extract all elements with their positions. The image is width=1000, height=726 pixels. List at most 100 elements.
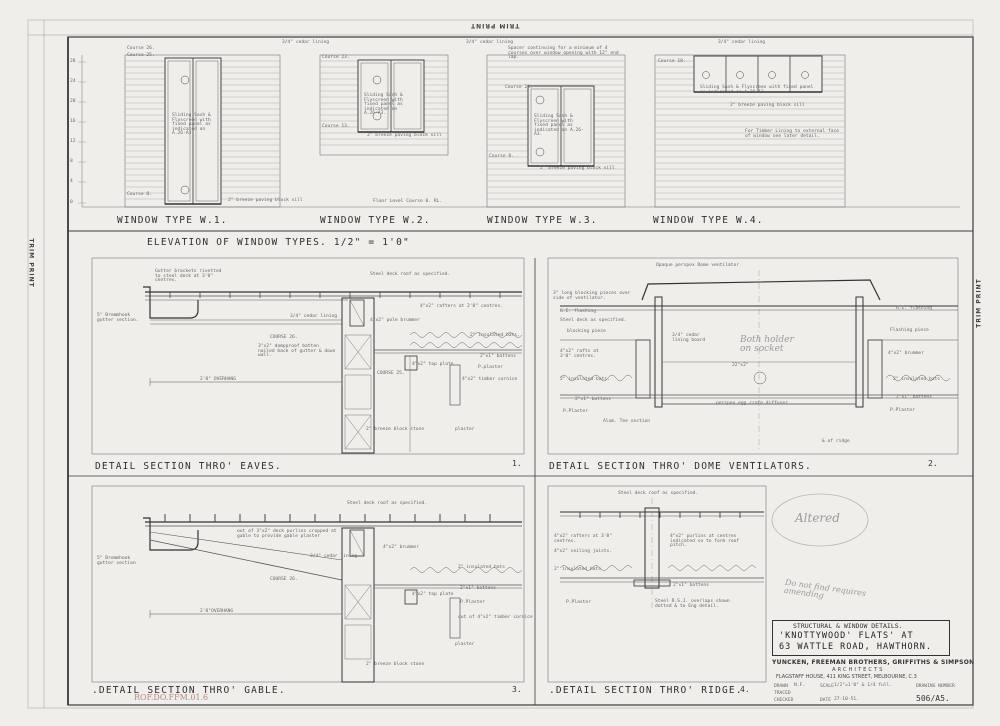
- ridge-insulated-note: 2" insulated bats: [554, 567, 602, 572]
- scale-tick: 28: [70, 59, 76, 64]
- dome-battens-r-note: 2"x1" battens: [896, 395, 932, 400]
- dome-ci-flashing-r-note: G.I. flashing: [896, 306, 932, 311]
- w4-block-note: 2" breeze paving block sill: [730, 103, 805, 108]
- ridge-plaster-note: P.Plaster: [566, 600, 591, 605]
- gable-brummer-note: 4"x2" brummer: [383, 545, 419, 550]
- window-type-w4-label: WINDOW TYPE W.4.: [653, 215, 764, 226]
- dome-opaque-note: Opaque perspex Dome ventilator: [656, 263, 739, 268]
- dome-perspex-note: perspex egg crate diffuser: [716, 401, 788, 406]
- scale-tick: 16: [70, 119, 76, 124]
- dome-dimension: 22"x2": [732, 363, 749, 368]
- w3-spacer-note: Spacer continuing for a minimum of 4 cou…: [508, 46, 619, 61]
- dome-plaster-r-note: P.Plaster: [890, 408, 915, 413]
- w2-course23: Course 23.: [322, 55, 350, 60]
- dome-handwriting: Both holder on socket: [740, 335, 794, 354]
- eaves-gutter-note: Gutter brackets rivetted to steel deck a…: [155, 269, 222, 284]
- date-value: 27-10-51.: [834, 697, 859, 702]
- dome-insulated-note: 2" insulated bats.: [560, 377, 610, 382]
- eaves-overhang-dim: 2'0" OVERHANG: [200, 377, 236, 382]
- eaves-deck-note: Steel deck roof as specified.: [370, 272, 451, 277]
- w1-block-note: 2" breeze paving block sill: [228, 198, 303, 203]
- dome-ridge-note: & of ridge: [822, 439, 850, 444]
- w4-timber-note: For Timber Lining to external face of wi…: [745, 129, 840, 139]
- detail-2-title: DETAIL SECTION THRO' DOME VENTILATORS.: [549, 461, 812, 472]
- traced-label: TRACED: [774, 691, 791, 696]
- trim-label-top: TRIM PRINT: [470, 22, 520, 29]
- gable-scotia-note: 5" Bremmhook gutter section: [97, 556, 136, 566]
- trim-label-right: TRIM PRINT: [975, 278, 983, 328]
- detail-3-number: 3.: [512, 685, 522, 694]
- ridge-rafters-note: 4"x2" rafters at 3'0" centres.: [554, 534, 613, 544]
- scale-tick: 0: [70, 200, 73, 205]
- gable-lining-note: 3/4" cedar lining: [310, 554, 358, 559]
- gable-purlins-note: out of 3"x2" deck purlins cropped at gab…: [237, 529, 337, 539]
- dome-alum-note: Alum. Tee section: [603, 419, 651, 424]
- w2-lining-note: 3/4" cedar lining: [466, 40, 514, 45]
- eaves-course25: COURSE 25.: [377, 371, 405, 376]
- trim-label-left: TRIM PRINT: [27, 238, 35, 288]
- w3-course20: Course 20.: [505, 85, 533, 90]
- gable-plaster2-note: plaster: [455, 642, 475, 647]
- eaves-battens-note: 2"x1" battens: [480, 354, 516, 359]
- gable-battens-note: 2"x1" battens: [460, 586, 496, 591]
- scale-label: SCALE: [820, 684, 834, 689]
- scale-tick: 20: [70, 99, 76, 104]
- detail-1-number: 1.: [512, 459, 522, 468]
- eaves-top-plate-note: 4"x2" top plate: [412, 362, 454, 367]
- gable-insulated-note: 2" insulated bats: [458, 565, 506, 570]
- dome-blocking-piece-note: blocking piece: [567, 329, 606, 334]
- scale-tick: 24: [70, 79, 76, 84]
- ridge-steel-note: Steel R.S.J. overlaps shown dotted & to …: [655, 599, 730, 609]
- w3-block-note: 2" breeze paving block sill: [540, 166, 615, 171]
- archive-stamp: ROF.DO.FFM.01.6: [134, 693, 209, 702]
- floor-level-note: Floor Level Course 0. RL.: [373, 199, 443, 204]
- gable-deck-note: Steel deck roof as specified.: [347, 501, 428, 506]
- ridge-battens-note: 2"x1" battens: [673, 583, 709, 588]
- pencil-altered-note: Altered: [795, 511, 840, 525]
- dome-plaster-note: P.Plaster: [563, 409, 588, 414]
- w1-sash-note: Sliding Sash & Flyscreen with fixed pane…: [172, 113, 211, 137]
- dome-rafters-note: 4"x2" rafts at 3'0" centres.: [560, 349, 599, 359]
- w2-sash-note: Sliding Sash & Flyscreen with fixed pane…: [364, 93, 403, 117]
- ridge-deck-note: Steel deck roof as specified.: [618, 491, 699, 496]
- w3-sash-note: Sliding Sash & Flyscreen with fixed pane…: [534, 114, 584, 138]
- scale-tick: 8: [70, 159, 73, 164]
- eaves-brace-note: 4"x2" pole brummer: [370, 318, 420, 323]
- scale-value: 1/2"=1'0" & 1/4 full.: [834, 683, 893, 688]
- dome-insulated-r-note: 2" insulated bats: [893, 377, 941, 382]
- eaves-plaster2-note: plaster: [455, 427, 475, 432]
- w4-course18: Course 18.: [658, 59, 686, 64]
- detail-2-number: 2.: [928, 459, 938, 468]
- window-type-w3-label: WINDOW TYPE W.3.: [487, 215, 598, 226]
- w2-block-note: 2" breeze paving block sill: [367, 133, 442, 138]
- dome-brummer-note: 4"x2" brummer: [888, 351, 924, 356]
- checked-label: CHECKED: [774, 698, 794, 703]
- window-type-w1-label: WINDOW TYPE W.1.: [117, 215, 228, 226]
- gable-plaster-note: P.Plaster: [460, 600, 485, 605]
- eaves-rafters-note: 4"x2" rafters at 2'0" centres.: [420, 304, 503, 309]
- architect-firm: YUNCKEN, FREEMAN BROTHERS, GRIFFITHS & S…: [772, 659, 975, 666]
- drawn-label: DRAWN: [774, 684, 788, 689]
- date-label: DATE: [820, 698, 832, 703]
- gable-course26: COURSE 26.: [270, 577, 298, 582]
- eaves-scotia-note: 5" Bremmhook gutter section.: [97, 313, 139, 323]
- eaves-insulation-note: 2" insulated bats.: [470, 333, 520, 338]
- w2-course13: Course 13.: [322, 124, 350, 129]
- detail-4-number: 4.: [740, 685, 750, 694]
- title-line-1: STRUCTURAL & WINDOW DETAILS.: [793, 622, 903, 630]
- drawing-number: 506/A5.: [916, 694, 950, 703]
- w1-course25: Course 25.: [127, 53, 155, 58]
- ridge-ceiling-note: 4"x2" ceiling joists.: [554, 549, 613, 554]
- ridge-purlins-note: 4"x2" purlins at centres indicated so to…: [670, 534, 740, 549]
- w4-sash-note: Sliding Sash & Flyscreen with fixed pane…: [700, 85, 814, 95]
- dome-flashing-piece-note: Flashing piece: [890, 328, 929, 333]
- dome-deck-note: Steel deck as specified.: [560, 318, 627, 323]
- title-line-3: 63 WATTLE ROAD, HAWTHORN.: [779, 642, 932, 652]
- w4-lining-note: 3/4" cedar lining: [718, 40, 766, 45]
- dome-battens-note: 2"x1" battens: [575, 397, 611, 402]
- scale-tick: 4: [70, 179, 73, 184]
- eaves-dampproof-note: 3"x2" dampproof batten nailed back of gu…: [258, 344, 336, 359]
- scale-tick: 12: [70, 139, 76, 144]
